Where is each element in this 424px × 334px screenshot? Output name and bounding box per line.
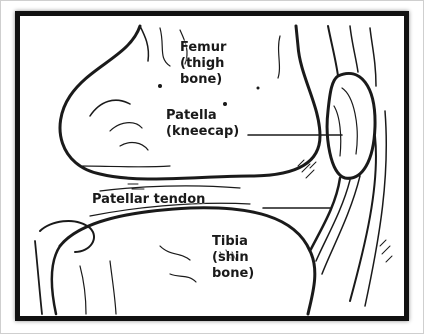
patellar-tendon-label-text: Patellar tendon	[92, 192, 205, 208]
femur-label-line-1: Femur	[180, 40, 226, 56]
patella-label-line-1: Patella	[166, 108, 239, 124]
femur-label: Femur (thigh bone)	[180, 40, 226, 88]
patella-bone	[327, 73, 375, 178]
tendon-strands	[310, 26, 386, 306]
diagram-border: Femur (thigh bone) Patella (kneecap) Pat…	[15, 11, 409, 321]
tibia-label-line-2: (shin	[212, 250, 254, 266]
patellar-tendon-label: Patellar tendon	[92, 192, 205, 208]
tibia-label: Tibia (shin bone)	[212, 234, 254, 282]
tibia-label-line-1: Tibia	[212, 234, 254, 250]
patella-label-line-2: (kneecap)	[166, 124, 239, 140]
femur-label-line-3: bone)	[180, 72, 226, 88]
tibia-label-line-3: bone)	[212, 266, 254, 282]
femur-label-line-2: (thigh	[180, 56, 226, 72]
patella-label: Patella (kneecap)	[166, 108, 239, 140]
